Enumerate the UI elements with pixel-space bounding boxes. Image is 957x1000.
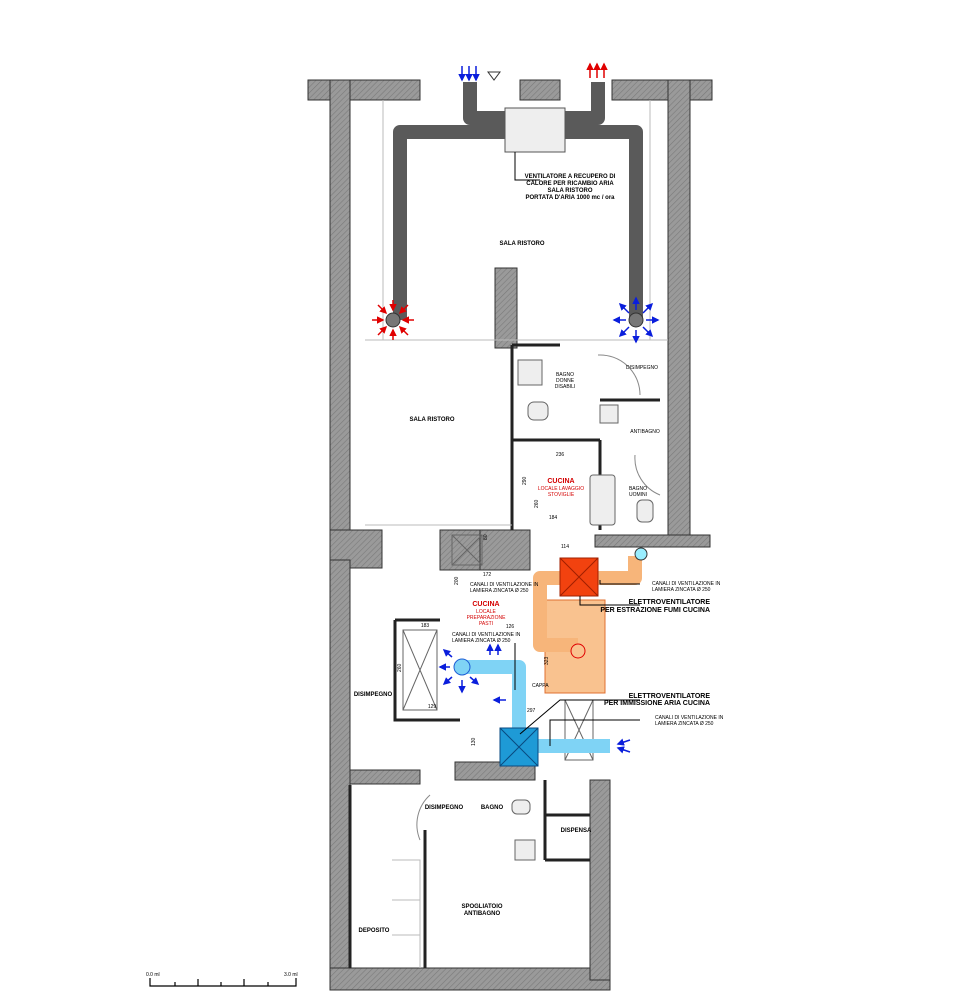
dim-114: 114 [561, 544, 569, 550]
dimension-labels: 236 184 114 172 126 183 129 290 260 200 … [397, 452, 569, 746]
dim-200: 200 [454, 576, 460, 585]
dim-236: 236 [556, 452, 565, 458]
room-antibagno: ANTIBAGNO [630, 429, 660, 435]
dim-260b: 260 [397, 663, 403, 672]
annotations: VENTILATORE A RECUPERO DI CALORE PER RIC… [452, 174, 724, 727]
duct-note-2a: CANALI DI VENTILAZIONE IN [652, 581, 721, 587]
leader-lines [514, 152, 640, 746]
dim-184: 184 [549, 515, 558, 521]
room-bagno-uomini-2: UOMINI [629, 492, 647, 498]
heat-recovery-label-3: SALA RISTORO [547, 188, 592, 194]
room-bagno-donne-3: DISABILI [555, 384, 576, 390]
room-bagno: BAGNO [481, 805, 504, 811]
room-bagno-donne-1: BAGNO [556, 372, 574, 378]
room-bagno-uomini-1: BAGNO [629, 486, 647, 492]
hood-label: CAPPA [532, 683, 549, 689]
exterior-walls [307, 79, 713, 991]
supply-fan-label-1: ELETTROVENTILATORE [629, 693, 711, 700]
room-sala-ristoro: SALA RISTORO [409, 417, 454, 423]
duct-note-2b: LAMIERA ZINCATA Ø 250 [652, 587, 711, 593]
hood-intake [570, 643, 586, 659]
heat-recovery-label-2: CALORE PER RICAMBIO ARIA [526, 181, 614, 187]
room-cucina-preparazione-3: PREPARAZIONE [467, 615, 506, 621]
supply-diffuser [628, 312, 644, 328]
heat-recovery-ducts [393, 82, 643, 320]
dim-260: 260 [534, 499, 540, 508]
duct-note-4b: LAMIERA ZINCATA Ø 250 [655, 721, 714, 727]
extraction-outlet [634, 547, 648, 561]
supply-arrows [458, 66, 660, 344]
room-cucina-lavaggio-1: CUCINA [547, 478, 574, 485]
room-cucina-preparazione-4: PASTI [479, 621, 493, 627]
heat-recovery-label-4: PORTATA D'ARIA 1000 mc / ora [525, 195, 615, 201]
heat-recovery-label-1: VENTILATORE A RECUPERO DI [525, 174, 616, 180]
room-dispensa: DISPENSA [561, 828, 592, 834]
room-disimpegno-left: DISIMPEGNO [354, 692, 393, 698]
duct-note-4a: CANALI DI VENTILAZIONE IN [655, 715, 724, 721]
duct-note-3b: LAMIERA ZINCATA Ø 250 [452, 638, 511, 644]
kitchen-supply-arrows [438, 643, 631, 754]
exhaust-arrows [372, 62, 608, 340]
room-spogliatoio-2: ANTIBAGNO [464, 911, 501, 917]
dim-126: 126 [506, 624, 515, 630]
dim-80: 80 [483, 534, 489, 540]
heat-recovery-unit [504, 107, 566, 153]
room-cucina-lavaggio-3: STOVIGLIE [548, 492, 575, 498]
room-spogliatoio-1: SPOGLIATOIO [461, 904, 502, 910]
duct-note-3a: CANALI DI VENTILAZIONE IN [452, 632, 521, 638]
dim-297: 297 [527, 708, 536, 714]
scale-start-label: 0.0 ml [146, 972, 160, 978]
room-cucina-preparazione-1: CUCINA [472, 601, 499, 608]
duct-note-1b: LAMIERA ZINCATA Ø 250 [470, 588, 529, 594]
room-labels: SALA RISTORO SALA RISTORO BAGNO DONNE DI… [354, 241, 660, 934]
room-cucina-lavaggio-2: LOCALE LAVAGGIO [538, 486, 584, 492]
room-disimpegno-bottom: DISIMPEGNO [425, 805, 464, 811]
room-cucina-preparazione-2: LOCALE [476, 609, 496, 615]
dim-183: 183 [421, 623, 430, 629]
extraction-fan-label-2: PER ESTRAZIONE FUMI CUCINA [600, 607, 710, 614]
dim-129: 129 [428, 704, 437, 710]
dim-172: 172 [483, 572, 492, 578]
dim-290: 290 [522, 476, 528, 485]
room-bagno-donne-2: DONNE [556, 378, 575, 384]
north-marker-icon [487, 71, 501, 81]
scale-bar: 0.0 ml 3.0 ml [146, 972, 298, 987]
fixtures [402, 359, 654, 861]
scale-end-label: 3.0 ml [284, 972, 298, 978]
duct-note-1a: CANALI DI VENTILAZIONE IN [470, 582, 539, 588]
room-disimpegno-right: DISIMPEGNO [626, 365, 658, 371]
dim-130: 130 [471, 737, 477, 746]
room-deposito: DEPOSITO [359, 928, 390, 934]
room-sala-ristoro-top: SALA RISTORO [499, 241, 544, 247]
supply-diffuser-kitchen [453, 658, 471, 676]
dim-323: 323 [544, 656, 550, 665]
extraction-fan-label-1: ELETTROVENTILATORE [629, 599, 711, 606]
supply-fan-label-2: PER IMMISSIONE ARIA CUCINA [604, 700, 710, 707]
exhaust-diffuser [385, 312, 401, 328]
